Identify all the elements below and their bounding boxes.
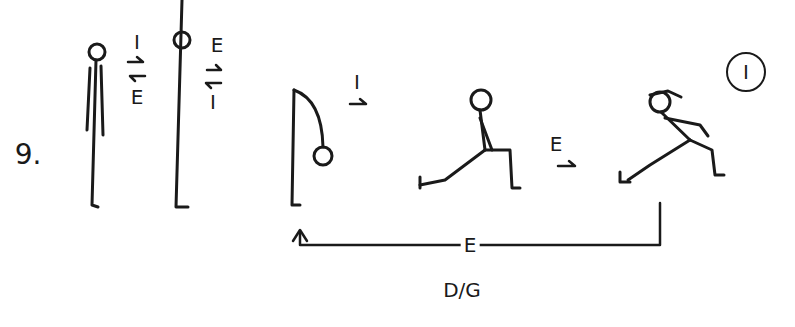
circle-text: I: [743, 62, 749, 82]
deep-lunge-figure: [620, 91, 724, 182]
forward-bend-figure: [292, 90, 332, 205]
arrow-label: E: [208, 34, 227, 56]
arrow-label: E: [128, 86, 147, 108]
arrow-label: I: [351, 71, 363, 93]
step-number: 9.: [12, 140, 45, 170]
standing-figure: [87, 44, 105, 207]
arrow-label: I: [207, 91, 219, 113]
arrow-label: E: [547, 133, 566, 155]
lunge-figure: [420, 90, 520, 188]
tall-standing-figure: [174, 0, 190, 207]
circled-letter: I: [726, 52, 766, 92]
direction-arrows: [128, 57, 575, 166]
arrow-label: I: [131, 31, 143, 53]
arrow-label: E: [461, 234, 480, 256]
note-text: D/G: [440, 279, 484, 301]
